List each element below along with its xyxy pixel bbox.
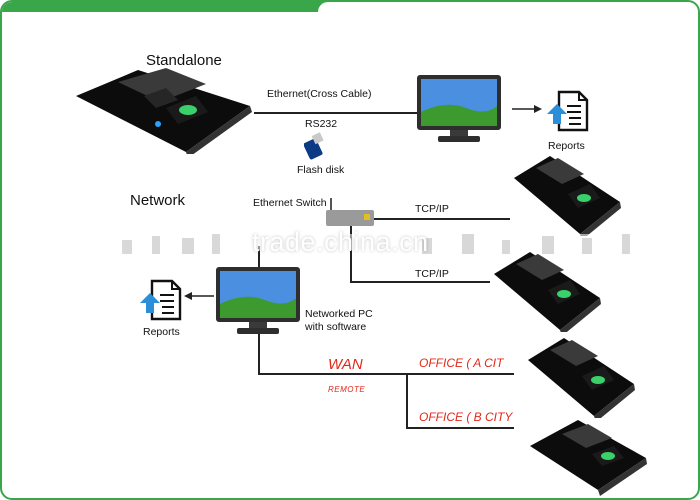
switch-to-pc-line: [258, 246, 260, 268]
fingerprint-terminal-icon: [76, 68, 252, 154]
report-icon: [140, 279, 182, 321]
watermark-text: trade.china.cn: [252, 227, 429, 257]
ethernet-switch-label: Ethernet Switch: [253, 197, 327, 209]
top-accent-bar: [2, 2, 698, 12]
watermark-band: [2, 234, 698, 254]
office-b-line: [406, 427, 514, 429]
ethernet-switch-icon: [326, 198, 374, 226]
switch-drop-line: [350, 226, 352, 282]
network-title: Network: [130, 192, 186, 209]
fingerprint-terminal-icon: [528, 338, 635, 418]
usb-flash-icon: [304, 132, 324, 160]
tcpip-label-2: TCP/IP: [415, 268, 449, 280]
tcpip-line-2: [350, 281, 490, 283]
office-branch-line: [406, 373, 408, 428]
report-icon: [547, 90, 589, 132]
office-a-label: OFFICE ( A CIT: [419, 356, 504, 370]
rs232-label: RS232: [305, 118, 338, 130]
reports-label-standalone: Reports: [548, 140, 585, 152]
office-b-label: OFFICE ( B CITY: [419, 410, 513, 424]
wan-label: WAN: [328, 356, 363, 373]
flash-disk-label: Flash disk: [297, 164, 345, 176]
remote-label: REMOTE: [328, 385, 366, 394]
fingerprint-terminal-icon: [530, 420, 647, 496]
ethernet-cable-line: [254, 112, 418, 114]
reports-label-network: Reports: [143, 326, 180, 338]
arrow-to-reports-network: [184, 292, 214, 300]
pc-down-line: [258, 334, 260, 374]
networked-pc-label-1: Networked PC: [305, 308, 373, 320]
tcpip-line-1: [374, 218, 510, 220]
ethernet-cable-label: Ethernet(Cross Cable): [267, 88, 372, 100]
arrow-to-reports: [512, 105, 542, 113]
monitor-icon: [417, 75, 501, 142]
monitor-icon: [216, 267, 300, 334]
tcpip-label-1: TCP/IP: [415, 203, 449, 215]
office-a-line: [406, 373, 514, 375]
fingerprint-terminal-icon: [494, 252, 601, 332]
wan-line: [258, 373, 408, 375]
standalone-title: Standalone: [146, 52, 222, 69]
networked-pc-label-2: with software: [305, 321, 367, 333]
fingerprint-terminal-icon: [514, 156, 621, 236]
